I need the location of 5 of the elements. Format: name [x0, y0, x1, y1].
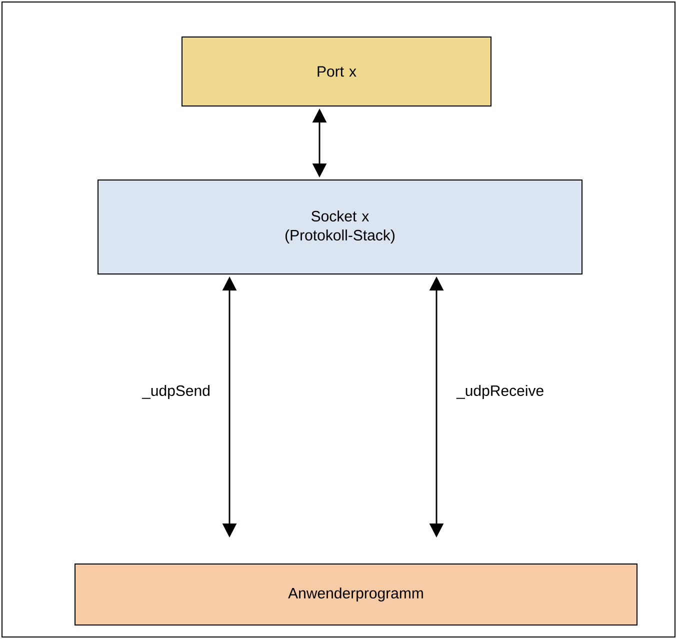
process-box: Socket x (Protokoll-Stack) [98, 180, 582, 274]
process-box: Anwenderprogramm [74, 563, 638, 626]
process-box: Port x [182, 36, 492, 106]
edge-label: _udpReceive [456, 385, 544, 399]
edge-label: _udpSend [142, 385, 210, 399]
